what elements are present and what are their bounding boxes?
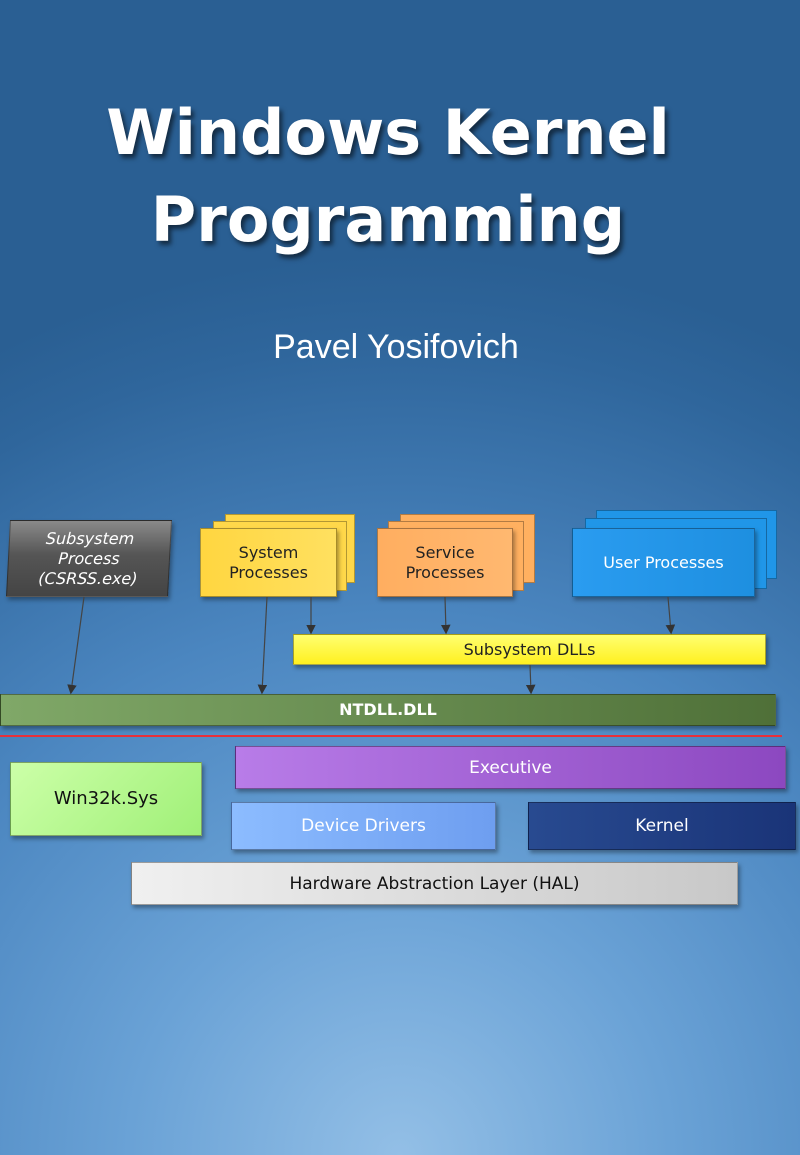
ntdll-box: NTDLL.DLL [0,694,776,726]
hal-box: Hardware Abstraction Layer (HAL) [131,862,738,905]
arrow-user-dlls [665,596,676,635]
arrow-csrss-ntdll [67,596,85,695]
win32k-box: Win32k.Sys [10,762,202,836]
kernel-box: Kernel [528,802,796,850]
kernel-user-boundary-line [0,735,782,737]
executive-box: Executive [235,746,786,789]
title-line-1: Windows Kernel [106,96,670,169]
system-processes-box: System Processes [200,528,337,597]
subsystem-dlls-box: Subsystem DLLs [293,634,766,665]
arrow-dlls-ntdll [525,664,536,695]
service-processes-box: Service Processes [377,528,513,597]
author: Pavel Yosifovich [273,328,519,366]
device-drivers-box: Device Drivers [231,802,496,850]
arrow-service-dlls [440,596,451,635]
user-processes-box: User Processes [572,528,755,597]
arrow-system-ntdll [257,596,268,695]
title-line-2: Programming [150,183,626,256]
